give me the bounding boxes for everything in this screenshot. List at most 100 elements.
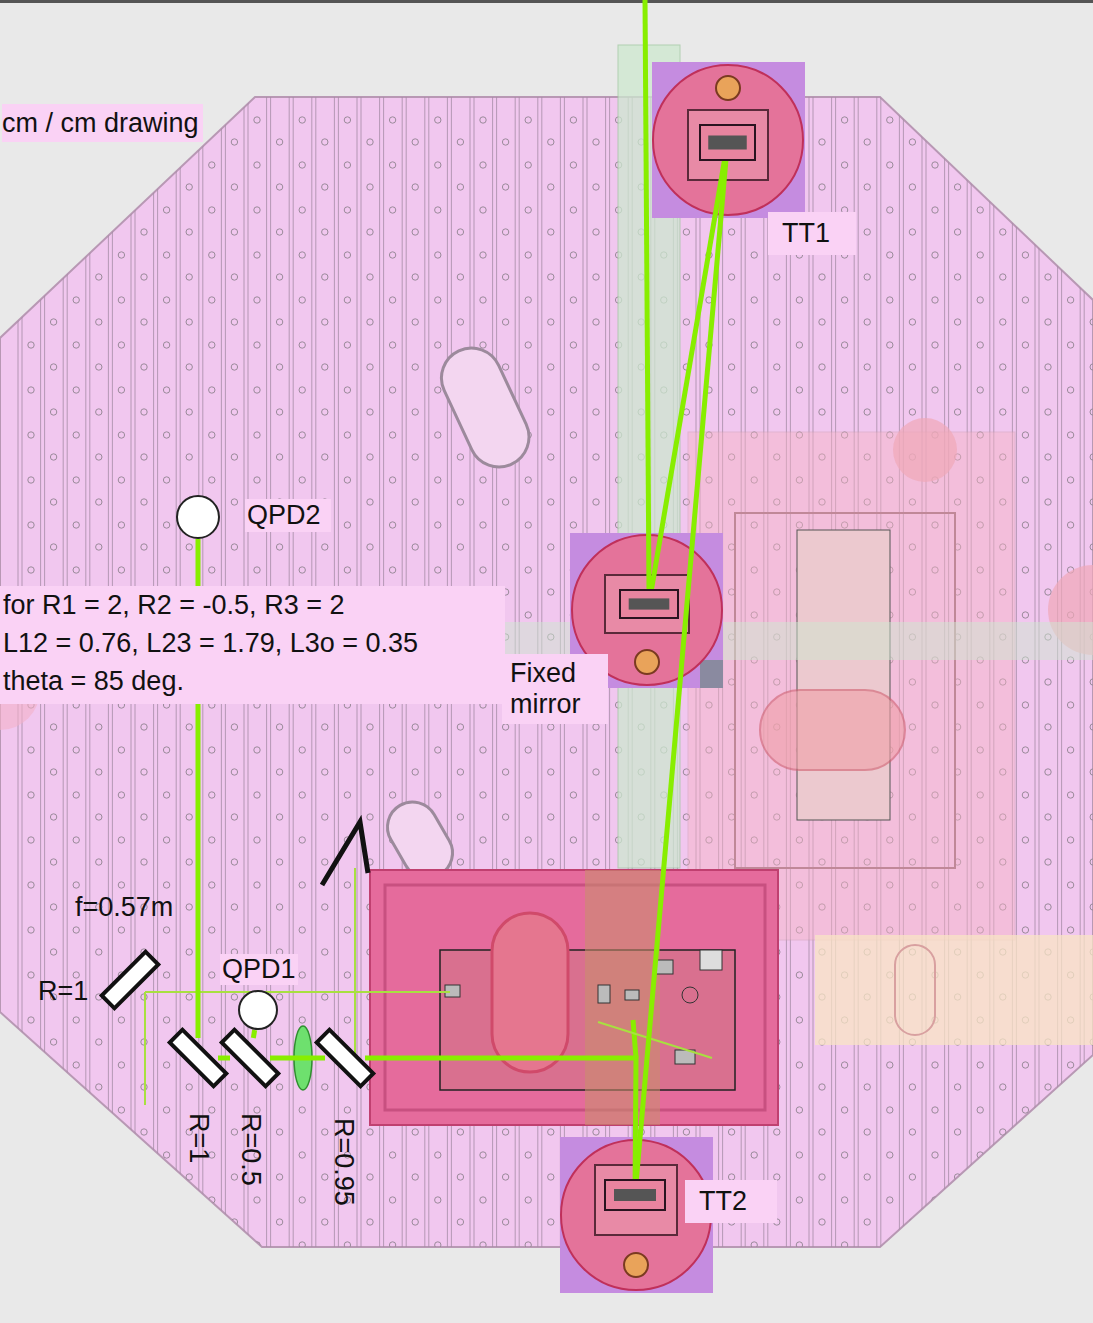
table-hole (118, 1152, 124, 1158)
table-hole (28, 1152, 34, 1158)
table-hole (322, 139, 328, 145)
table-hole (73, 252, 79, 258)
table-hole (457, 544, 463, 550)
component-label: R=0.95 (327, 1118, 358, 1206)
table-hole (1067, 477, 1073, 483)
table-hole (276, 724, 282, 730)
table-hole (593, 364, 599, 370)
component (655, 960, 673, 974)
table-hole (254, 567, 260, 573)
table-hole (570, 387, 576, 393)
table-hole (751, 387, 757, 393)
table-hole (276, 904, 282, 910)
table-hole (435, 522, 441, 528)
table-hole (118, 747, 124, 753)
table-hole (209, 837, 215, 843)
table-hole (864, 139, 870, 145)
table-hole (1022, 342, 1028, 348)
table-hole (322, 769, 328, 775)
table-hole (186, 274, 192, 280)
table-hole (480, 1242, 486, 1248)
tt-base (652, 62, 805, 218)
table-hole (1022, 747, 1028, 753)
table-hole (118, 387, 124, 393)
table-hole (28, 432, 34, 438)
table-hole (276, 859, 282, 865)
table-hole (1045, 229, 1051, 235)
table-hole (322, 949, 328, 955)
table-hole (435, 477, 441, 483)
table-hole (389, 792, 395, 798)
lens (294, 1026, 312, 1090)
base-corner (700, 660, 723, 688)
table-hole (141, 814, 147, 820)
table-hole (435, 1242, 441, 1248)
table-hole (932, 162, 938, 168)
table-hole (977, 297, 983, 303)
table-hole (1045, 454, 1051, 460)
table-hole (593, 229, 599, 235)
table-hole (1045, 499, 1051, 505)
table-hole (322, 319, 328, 325)
table-hole (299, 387, 305, 393)
table-hole (209, 747, 215, 753)
table-hole (457, 139, 463, 145)
table-hole (548, 769, 554, 775)
table-slot-line (1061, 97, 1062, 1247)
table-hole (276, 409, 282, 415)
node-shape (230, 1038, 270, 1078)
table-hole (299, 162, 305, 168)
table-hole (367, 319, 373, 325)
table-hole (841, 162, 847, 168)
table-hole (570, 117, 576, 123)
table-hole (774, 1129, 780, 1135)
table-hole (728, 319, 734, 325)
table-hole (954, 1084, 960, 1090)
table-hole (209, 567, 215, 573)
table-hole (50, 859, 56, 865)
table-hole (977, 1152, 983, 1158)
component-label: Fixed mirror (502, 654, 608, 724)
table-hole (819, 184, 825, 190)
table-hole (344, 1242, 350, 1248)
table-hole (73, 432, 79, 438)
table-hole (977, 1197, 983, 1203)
table-hole (276, 274, 282, 280)
table-hole (367, 769, 373, 775)
table-hole (50, 904, 56, 910)
table-hole (186, 454, 192, 460)
bench-slot (760, 690, 905, 770)
table-hole (457, 1219, 463, 1225)
table-hole (457, 724, 463, 730)
table-hole (977, 342, 983, 348)
table-hole (548, 1219, 554, 1225)
table-hole (1067, 1152, 1073, 1158)
table-hole (209, 342, 215, 348)
table-hole (1067, 522, 1073, 528)
table-hole (435, 297, 441, 303)
table-hole (1090, 364, 1093, 370)
curved-mirror: R=0.5 (230, 1038, 270, 1078)
table-hole (186, 994, 192, 1000)
table-hole (887, 387, 893, 393)
table-hole (977, 387, 983, 393)
table-hole (96, 814, 102, 820)
component-label: R=0.5 (234, 1113, 265, 1186)
table-hole (887, 117, 893, 123)
table-hole (1090, 499, 1093, 505)
table-hole (841, 297, 847, 303)
table-hole (435, 117, 441, 123)
table-hole (163, 252, 169, 258)
table-hole (1022, 837, 1028, 843)
note-text: cm / cm drawing (2, 104, 199, 142)
table-hole (796, 342, 802, 348)
table-hole (141, 229, 147, 235)
table-hole (1000, 229, 1006, 235)
table-hole (186, 724, 192, 730)
table-slot-line (1035, 97, 1036, 1247)
table-hole (525, 792, 531, 798)
table-hole (728, 229, 734, 235)
table-hole (457, 1129, 463, 1135)
table-hole (163, 1152, 169, 1158)
table-hole (954, 319, 960, 325)
